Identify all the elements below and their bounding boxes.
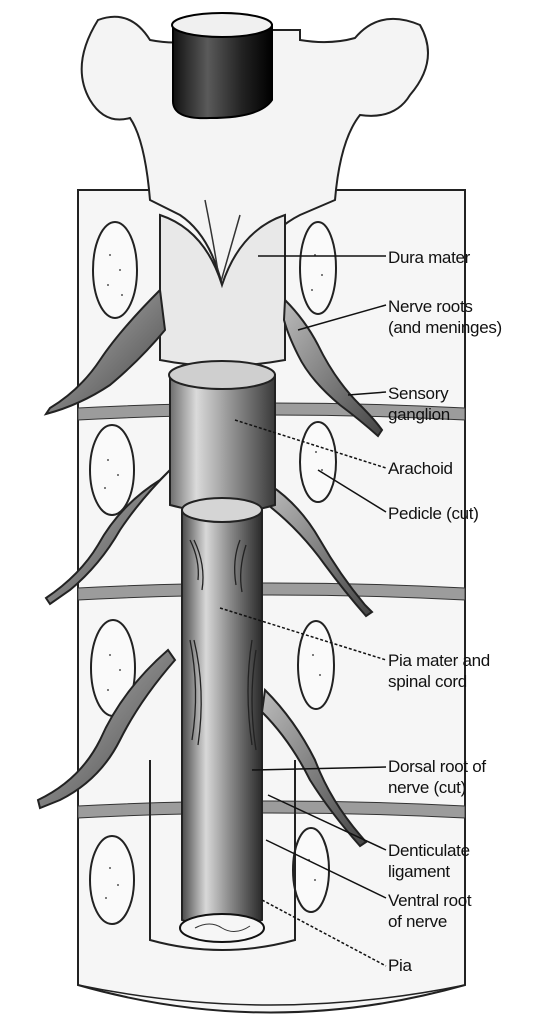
pedicle-cut-surface <box>293 828 329 912</box>
label-arachoid: Arachoid <box>388 458 453 479</box>
label-ventral-root: Ventral root of nerve <box>388 890 471 932</box>
label-pia-mater: Pia mater and spinal cord <box>388 650 490 692</box>
label-dura-mater: Dura mater <box>388 247 470 268</box>
label-nerve-roots: Nerve roots (and meninges) <box>388 296 502 338</box>
label-denticulate: Denticulate ligament <box>388 840 470 882</box>
label-pedicle: Pedicle (cut) <box>388 503 479 524</box>
pedicle-cut-surface <box>93 222 137 318</box>
dura-top-cut <box>172 13 272 118</box>
label-dorsal-root: Dorsal root of nerve (cut) <box>388 756 486 798</box>
pedicle-cut-surface <box>300 422 336 502</box>
label-sensory-ganglion: Sensory ganglion <box>388 383 450 425</box>
pedicle-cut-surface <box>90 425 134 515</box>
pedicle-cut-surface <box>90 836 134 924</box>
arachnoid <box>169 361 275 513</box>
label-pia: Pia <box>388 955 412 976</box>
spinal-cord <box>182 498 262 928</box>
pedicle-cut-surface <box>300 222 336 314</box>
